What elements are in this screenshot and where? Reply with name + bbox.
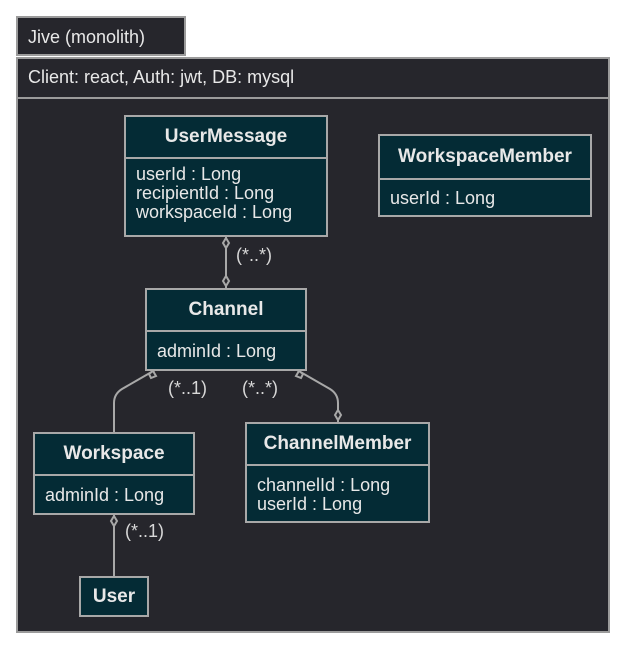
entity-name: Workspace bbox=[35, 434, 193, 476]
attribute: userId : Long bbox=[136, 164, 242, 184]
entity-name: WorkspaceMember bbox=[380, 136, 590, 180]
entity-channelmember: ChannelMember channelId : Long userId : … bbox=[245, 422, 430, 523]
attribute: channelId : Long bbox=[257, 475, 391, 495]
multiplicity-label: (*..*) bbox=[242, 378, 278, 398]
attribute: userId : Long bbox=[390, 188, 496, 208]
attribute: workspaceId : Long bbox=[136, 202, 293, 222]
entity-name: UserMessage bbox=[126, 117, 326, 159]
multiplicity-label: (*..1) bbox=[125, 521, 165, 541]
aggregation-diamond-icon bbox=[147, 369, 158, 380]
multiplicity-label: (*..1) bbox=[168, 378, 208, 398]
attribute: adminId : Long bbox=[45, 485, 165, 505]
entity-name: ChannelMember bbox=[247, 424, 428, 466]
entity-workspace: Workspace adminId : Long bbox=[33, 432, 195, 515]
entity-attributes: adminId : Long bbox=[35, 476, 193, 505]
diagram-subtitle: Client: react, Auth: jwt, DB: mysql bbox=[16, 57, 610, 99]
entity-user: User bbox=[79, 576, 149, 617]
diagram-title-tab: Jive (monolith) bbox=[16, 16, 186, 56]
relation-channel-channelmember bbox=[296, 369, 339, 422]
entity-channel: Channel adminId : Long bbox=[145, 288, 307, 371]
attribute: adminId : Long bbox=[157, 341, 277, 361]
aggregation-diamond-icon bbox=[221, 236, 231, 250]
entity-workspacemember: WorkspaceMember userId : Long bbox=[378, 134, 592, 217]
relation-channel-workspace bbox=[113, 369, 156, 432]
aggregation-diamond-icon bbox=[333, 408, 343, 422]
entity-name: User bbox=[92, 586, 136, 607]
entity-name: Channel bbox=[147, 290, 305, 332]
entity-attributes: userId : Long bbox=[380, 180, 590, 208]
aggregation-diamond-icon bbox=[221, 274, 231, 288]
attribute: recipientId : Long bbox=[136, 183, 275, 203]
entity-usermessage: UserMessage userId : Long recipientId : … bbox=[124, 115, 328, 237]
attribute: userId : Long bbox=[257, 494, 363, 514]
entity-attributes: userId : Long recipientId : Long workspa… bbox=[126, 159, 326, 222]
entity-attributes: adminId : Long bbox=[147, 332, 305, 361]
multiplicity-label: (*..*) bbox=[236, 245, 272, 265]
aggregation-diamond-icon bbox=[109, 514, 119, 528]
entity-attributes: channelId : Long userId : Long bbox=[247, 466, 428, 514]
aggregation-diamond-icon bbox=[294, 369, 305, 380]
